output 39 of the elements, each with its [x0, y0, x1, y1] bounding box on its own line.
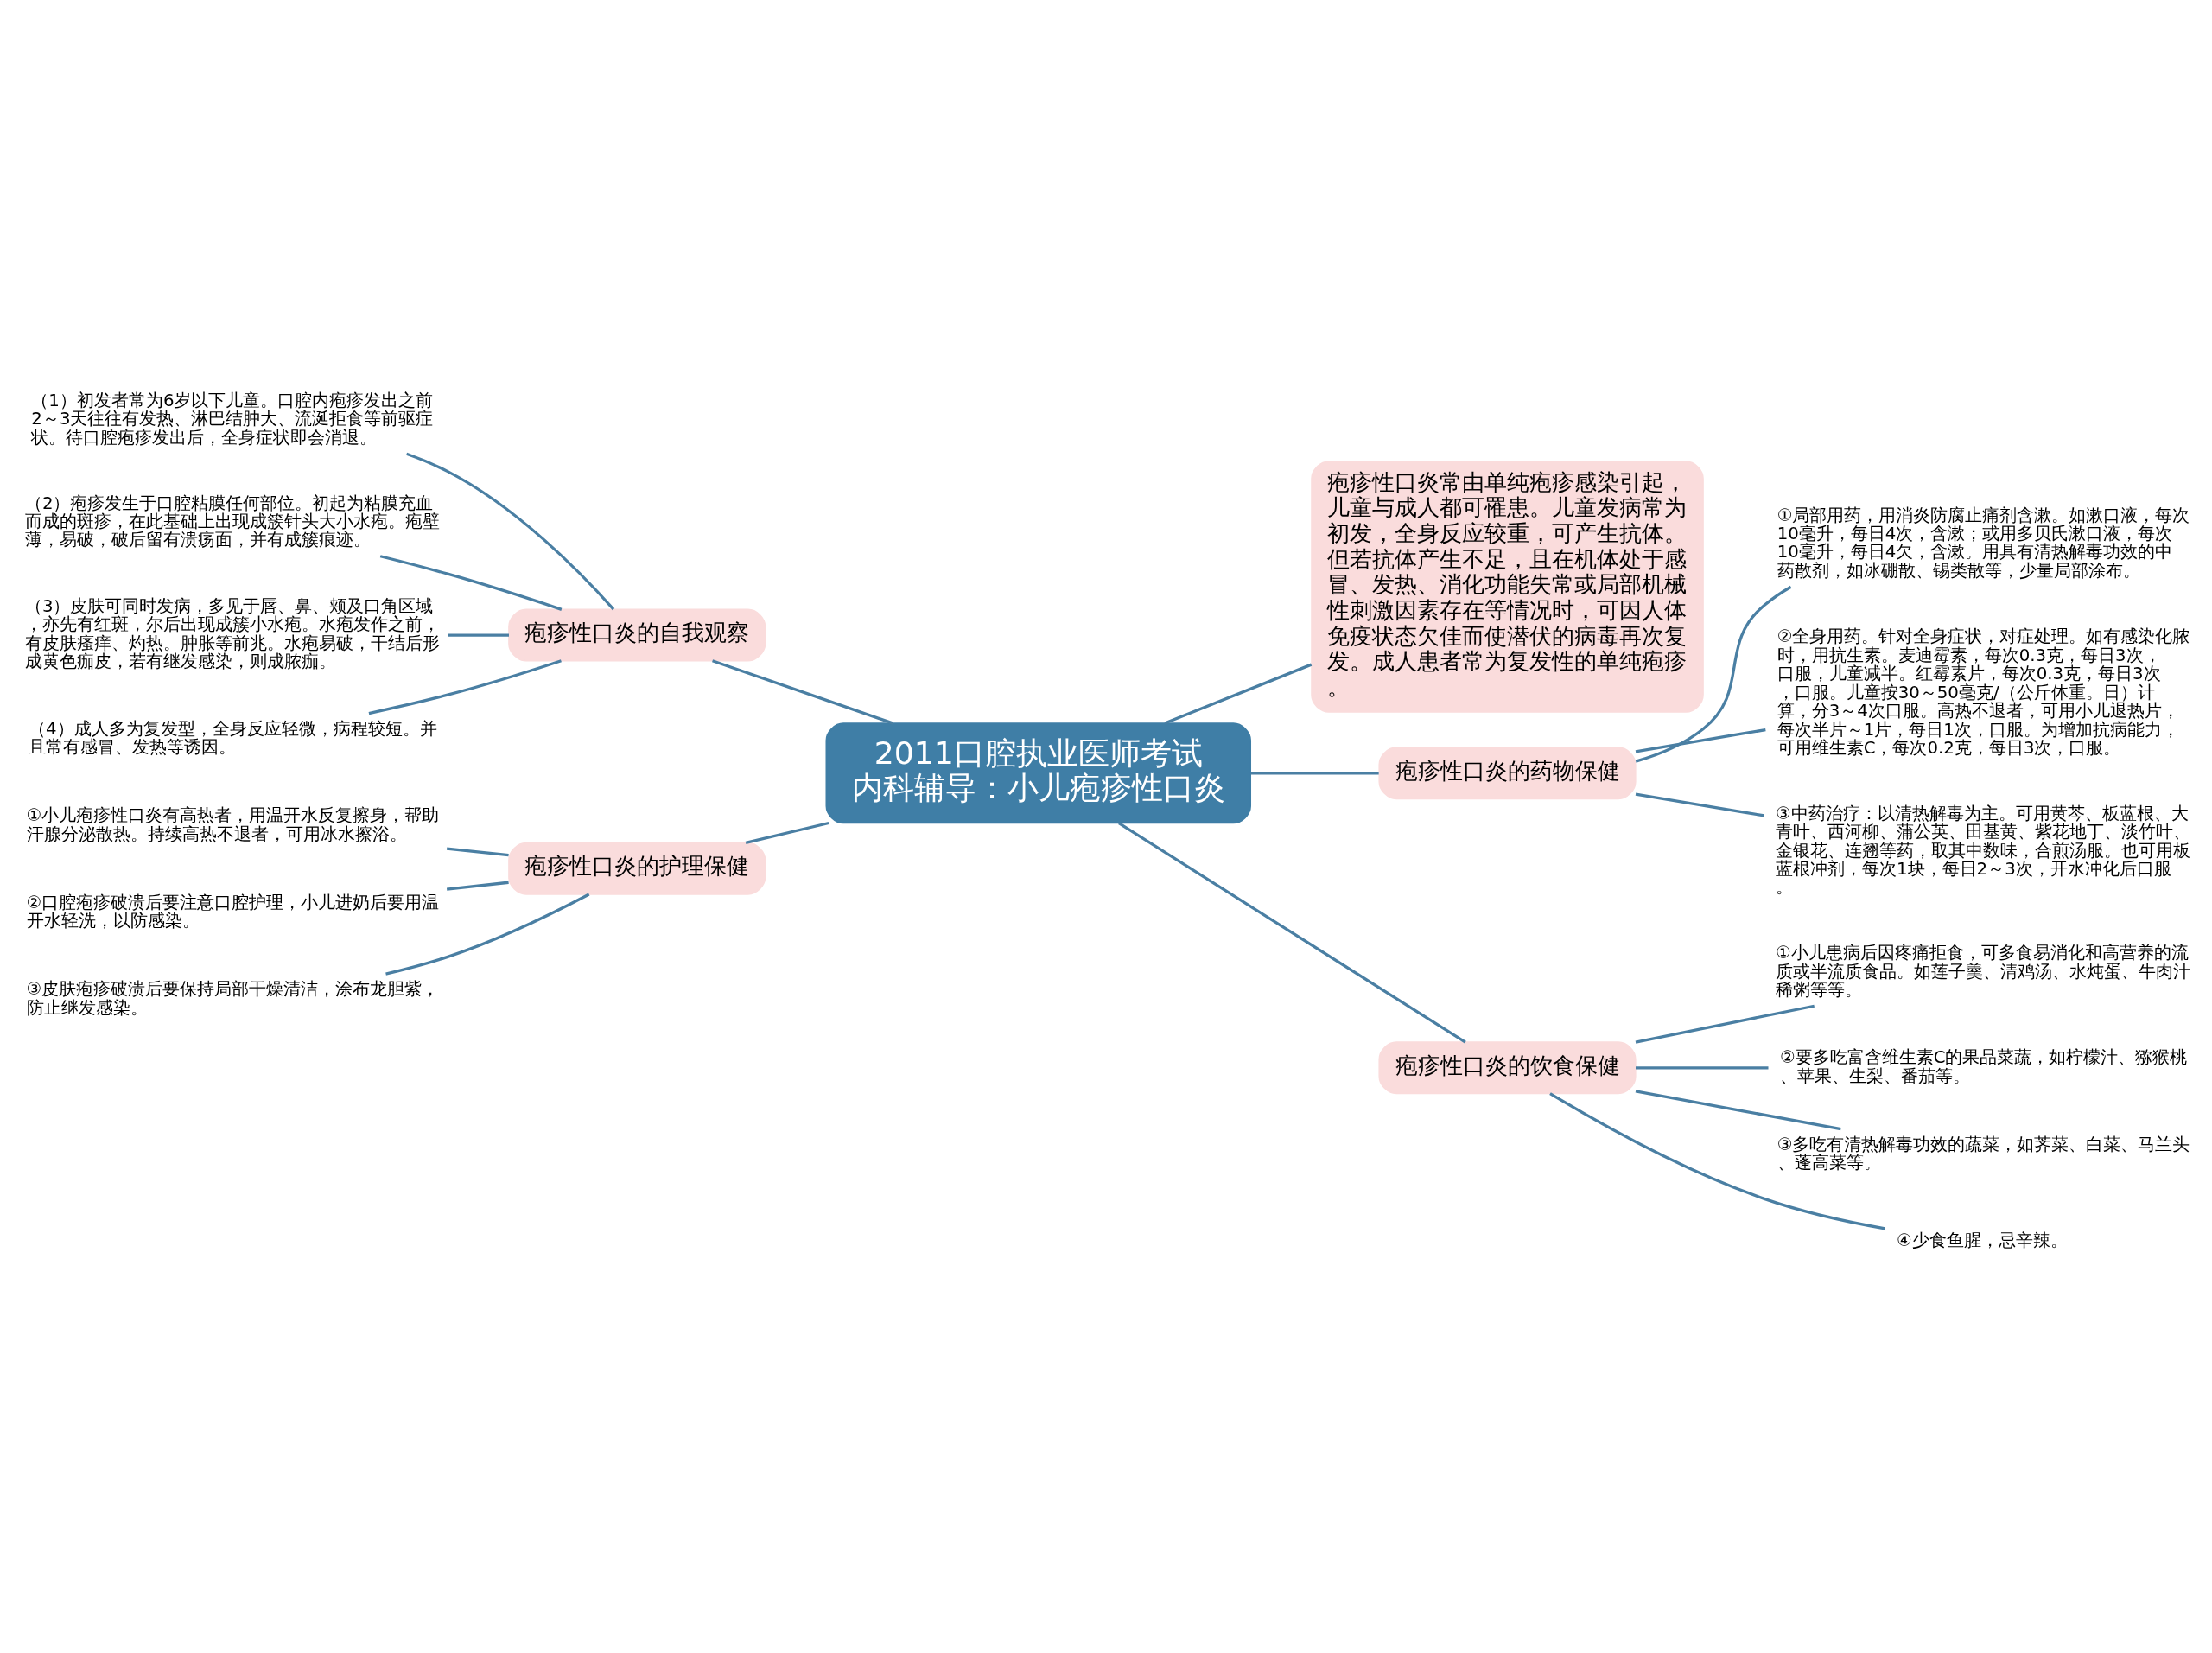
connector [1635, 792, 1765, 817]
connector [1635, 728, 1766, 753]
node-box: 疱疹性口炎的药物保健 [1378, 746, 1637, 799]
node-text: ①局部用药，用消炎防腐止痛剂含漱。如漱口液，每次10毫升，每日4次，含漱；或用多贝氏漱口液，每次10毫升，每日4欠，含漱。用具有清热解毒功效的中药散剂，如冰硼散、锡类散等，少量局部涂布。 [1777, 505, 2190, 581]
node-text: ①小儿患病后因疼痛拒食，可多食易消化和高营养的流质或半流质食品。如莲子羹、清鸡汤、水炖蛋、牛肉汁稀粥等等。 [1776, 942, 2191, 1000]
node-text: ②全身用药。针对全身症状，对症处理。如有感染化脓时，用抗生素。麦迪霉素，每次0.3克，每日3次，口服，儿童减半。红霉素片，每次0.3克，每日3次，口服。儿童按30～50毫克/（公斤体重。日）计算，分3～4次口服。高热不退者，可用小儿退热片，每次半片～1片，每日1次，口服。为增加抗病能力，可用维生素C，每次0.2克，每日3次，口服。 [1777, 626, 2190, 758]
node-text: （2）疱疹发生于口腔粘膜任何部位。初起为粘膜充血而成的斑疹，在此基础上出现成簇针头大小水疱。疱壁薄，易破，破后留有溃疡面，并有成簇痕迹。 [24, 493, 440, 550]
connector [446, 881, 509, 891]
node-text: ④少食鱼腥，忌辛辣。 [1897, 1230, 2068, 1250]
connector [406, 452, 615, 610]
connector [712, 658, 894, 725]
node-text: （3）皮肤可同时发病，多见于唇、鼻、颊及口角区域，亦先有红斑，尔后出现成簇小水疱。水疱发作之前，有皮肤瘙痒、灼热。肿胀等前兆。水疱易破，干结后形成黄色痂皮，若有继发感染，则成脓痂。 [24, 595, 440, 671]
node-text: ③皮肤疱疹破溃后要保持局部干燥清洁，涂布龙胆紫，防止继发感染。 [26, 978, 440, 1018]
connector [1635, 1004, 1815, 1044]
connector [368, 658, 562, 715]
node-text: （1）初发者常为6岁以下儿童。口腔内疱疹发出之前2～3天往往有发热、淋巴结肿大、流涎拒食等前驱症状。待口腔疱疹发出后，全身症状即会消退。 [31, 390, 434, 448]
connector [745, 821, 830, 844]
node-text: ①小儿疱疹性口炎有高热者，用温开水反复擦身，帮助汗腺分泌散热。持续高热不退者，可用冰水擦浴。 [26, 804, 440, 844]
connector [1118, 821, 1466, 1043]
node-text: ②口腔疱疹破溃后要注意口腔护理，小儿进奶后要用温开水轻洗，以防感染。 [26, 892, 440, 931]
connector [1549, 1091, 1885, 1230]
connector [1250, 771, 1379, 774]
node-box: 疱疹性口炎的护理保健 [508, 842, 766, 895]
node-box: 疱疹性口炎的饮食保健 [1378, 1040, 1637, 1094]
connector [446, 846, 509, 856]
node-text: ②要多吃富含维生素C的果品菜蔬，如柠檬汁、猕猴桃、苹果、生梨、番茄等。 [1779, 1046, 2188, 1086]
connector [1636, 1065, 1769, 1069]
connector [1635, 585, 1792, 763]
connector [1164, 663, 1313, 724]
node-box: 疱疹性口炎的自我观察 [508, 608, 766, 661]
connector [385, 893, 590, 976]
node-text: （4）成人多为复发型，全身反应轻微，病程较短。并且常有感冒、发热等诱因。 [29, 718, 437, 757]
connector [379, 554, 563, 611]
node-box: 疱疹性口炎常由单纯疱疹感染引起，儿童与成人都可罹患。儿童发病常为初发，全身反应较重，可产生抗体。但若抗体产生不足，且在机体处于感冒、发热、消化功能失常或局部机械性刺激因素存在等情况时，可因人体免疫状态欠佳而使潜伏的病毒再次复发。成人患者常为复发性的单纯疱疹。 [1311, 460, 1704, 713]
node-text: ③中药治疗：以清热解毒为主。可用黄芩、板蓝根、大青叶、西河柳、蒲公英、田基黄、紫花地丁、淡竹叶、金银花、连翘等药，取其中数味，合煎汤服。也可用板蓝根冲剂，每次1块，每日2～3次，开水冲化后口服。 [1776, 803, 2191, 897]
node-text: ③多吃有清热解毒功效的蔬菜，如荠菜、白菜、马兰头、蓬高菜等。 [1777, 1134, 2190, 1173]
node-box: 2011口腔执业医师考试内科辅导：小儿疱疹性口炎 [825, 722, 1252, 823]
connector [448, 633, 509, 637]
connector [1635, 1089, 1841, 1130]
